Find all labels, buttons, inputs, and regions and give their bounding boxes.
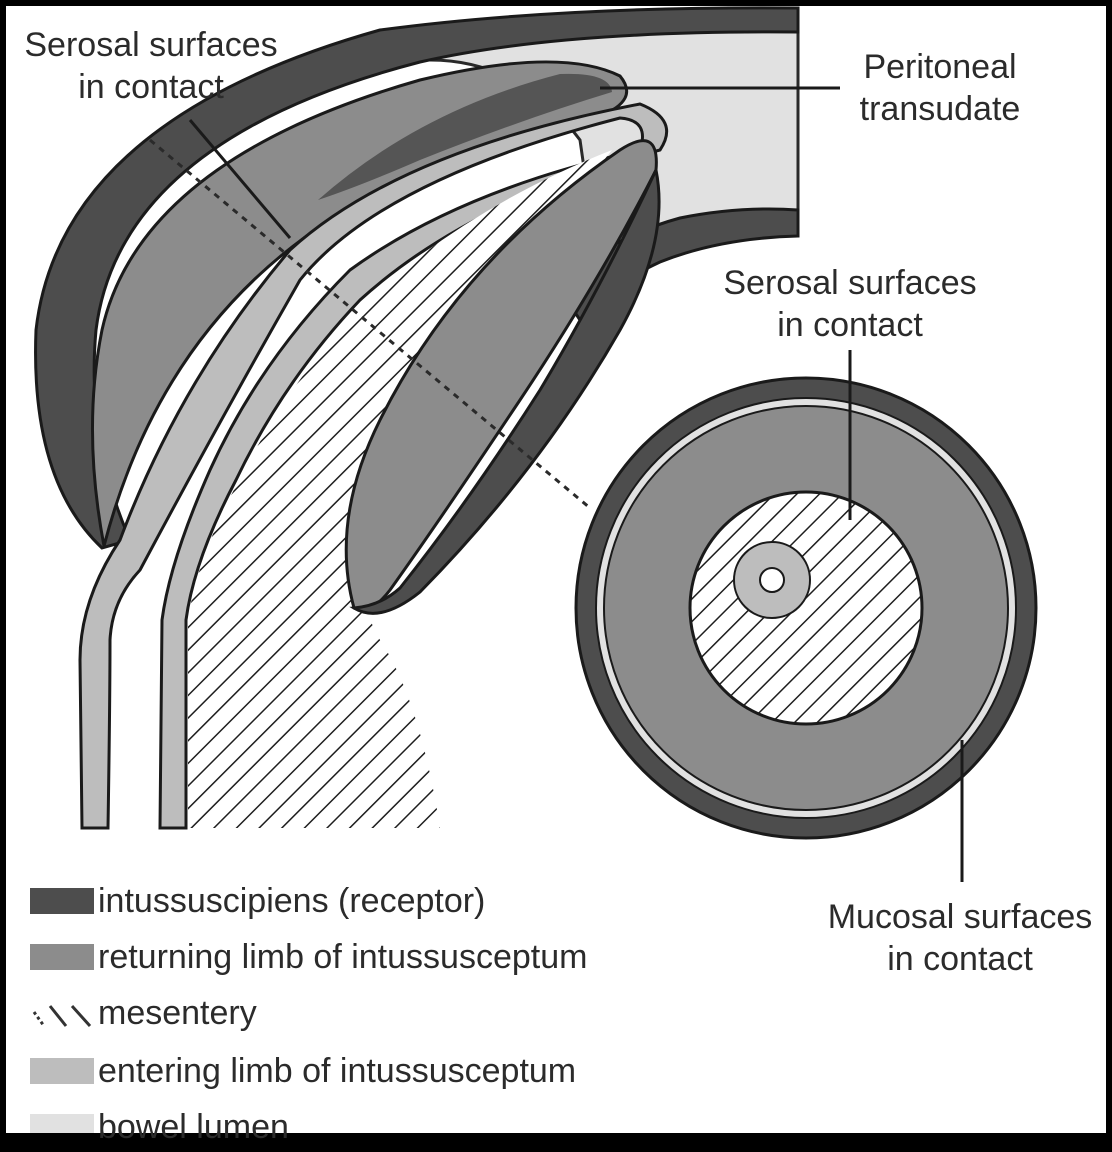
legend-item-bowel-lumen: bowel lumen <box>98 1102 289 1152</box>
legend-swatch-mid <box>30 944 94 970</box>
legend-text: returning limb of intussusceptum <box>98 938 587 977</box>
label-serosal-top: Serosal surfaces in contact <box>6 24 296 108</box>
legend-item-entering-limb: entering limb of intussusceptum <box>98 1046 576 1096</box>
label-peritoneal-line2: transudate <box>840 88 1040 130</box>
label-serosal-top-line2: in contact <box>6 66 296 108</box>
legend-text: intussuscipiens (receptor) <box>98 882 485 921</box>
legend-text: bowel lumen <box>98 1108 289 1147</box>
legend-item-returning-limb: returning limb of intussusceptum <box>98 932 587 982</box>
legend-swatch-dark <box>30 888 94 914</box>
label-serosal-right-line2: in contact <box>700 304 1000 346</box>
legend-item-intussuscipiens: intussuscipiens (receptor) <box>98 876 485 926</box>
label-serosal-top-line1: Serosal surfaces <box>6 24 296 66</box>
legend-item-mesentery: mesentery <box>98 988 257 1038</box>
legend-swatch-pale <box>30 1114 94 1133</box>
legend-text: entering limb of intussusceptum <box>98 1052 576 1091</box>
cross-section <box>576 378 1036 838</box>
label-mucosal-line2: in contact <box>810 938 1110 980</box>
legend-text: mesentery <box>98 994 257 1033</box>
legend-swatch-light <box>30 1058 94 1084</box>
label-mucosal-line1: Mucosal surfaces <box>810 896 1110 938</box>
label-mucosal: Mucosal surfaces in contact <box>810 896 1110 980</box>
label-peritoneal-line1: Peritoneal <box>840 46 1040 88</box>
label-serosal-right: Serosal surfaces in contact <box>700 262 1000 346</box>
label-serosal-right-line1: Serosal surfaces <box>700 262 1000 304</box>
label-peritoneal: Peritoneal transudate <box>840 46 1040 130</box>
